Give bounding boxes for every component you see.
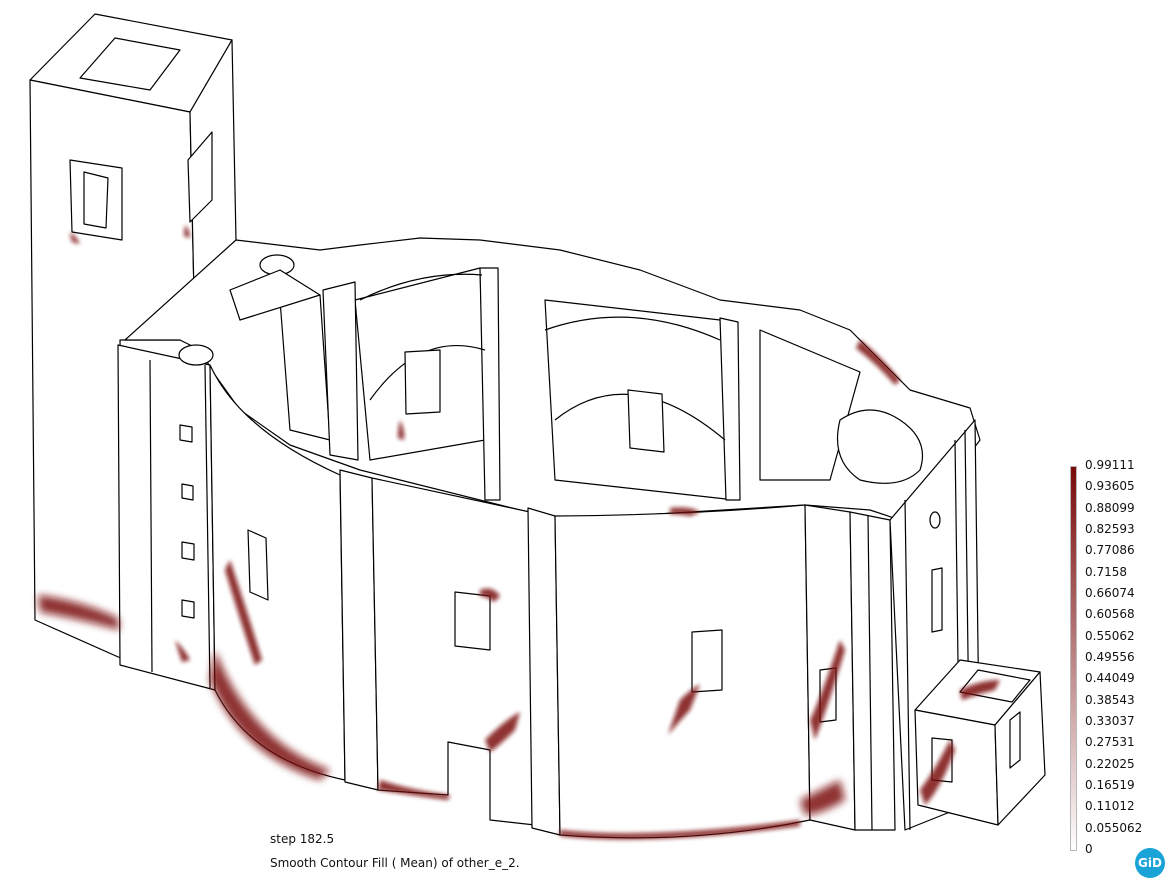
inner-column-3: [322, 281, 359, 461]
legend-color-bar: [1070, 466, 1077, 851]
legend-label: 0.99111: [1085, 458, 1135, 472]
legend-label: 0.055062: [1085, 820, 1143, 835]
legend-label: 0.55062: [1085, 628, 1135, 643]
step-label: step 182.5: [270, 832, 335, 846]
right-pilaster-1: [804, 504, 856, 831]
legend-label: 0.77086: [1085, 543, 1135, 558]
contour-fill-overlay: [38, 225, 1000, 840]
legend-labels: 0.99111 0.93605 0.88099 0.82593 0.77086 …: [1085, 458, 1165, 860]
inner-column-1: [479, 267, 501, 501]
contour-legend: 0.99111 0.93605 0.88099 0.82593 0.77086 …: [1068, 458, 1164, 860]
roof-opening-3: [929, 511, 941, 529]
legend-label: 0.60568: [1085, 607, 1135, 622]
legend-label: 0.49556: [1085, 650, 1135, 664]
right-pilaster-2: [849, 511, 896, 831]
legend-label: 0.82593: [1085, 522, 1135, 536]
left-pilaster-face: [117, 344, 216, 691]
inner-window-left: [404, 349, 441, 415]
legend-label: 0.22025: [1085, 756, 1135, 771]
annex-front: [914, 709, 999, 826]
legend-label: 0.7158: [1085, 564, 1127, 579]
front-window-left: [247, 529, 269, 601]
front-wall-right: [554, 504, 811, 839]
legend-label: 0.44049: [1085, 671, 1135, 686]
legend-label: 0.27531: [1085, 735, 1135, 750]
result-description-label: Smooth Contour Fill ( Mean) of other_e_2…: [270, 856, 520, 870]
roof-opening-2: [178, 344, 214, 366]
legend-label: 0.93605: [1085, 479, 1135, 494]
legend-label: 0.88099: [1085, 500, 1135, 515]
front-window-right: [691, 629, 723, 693]
inner-wall-right: [759, 329, 861, 481]
pilaster-slot: [179, 424, 193, 443]
inner-window-right: [627, 389, 665, 453]
front-wall-middle: [371, 477, 536, 826]
legend-label: 0.38543: [1085, 692, 1135, 707]
legend-label: 0.33037: [1085, 714, 1135, 728]
legend-label: 0: [1085, 842, 1093, 856]
legend-label: 0.16519: [1085, 778, 1135, 792]
legend-label: 0.66074: [1085, 586, 1135, 600]
gid-logo-icon[interactable]: GiD: [1135, 848, 1165, 878]
legend-label: 0.11012: [1085, 799, 1135, 814]
tower-top-opening: [79, 37, 181, 91]
tower-side-window: [187, 131, 213, 223]
front-window-middle: [454, 591, 491, 651]
